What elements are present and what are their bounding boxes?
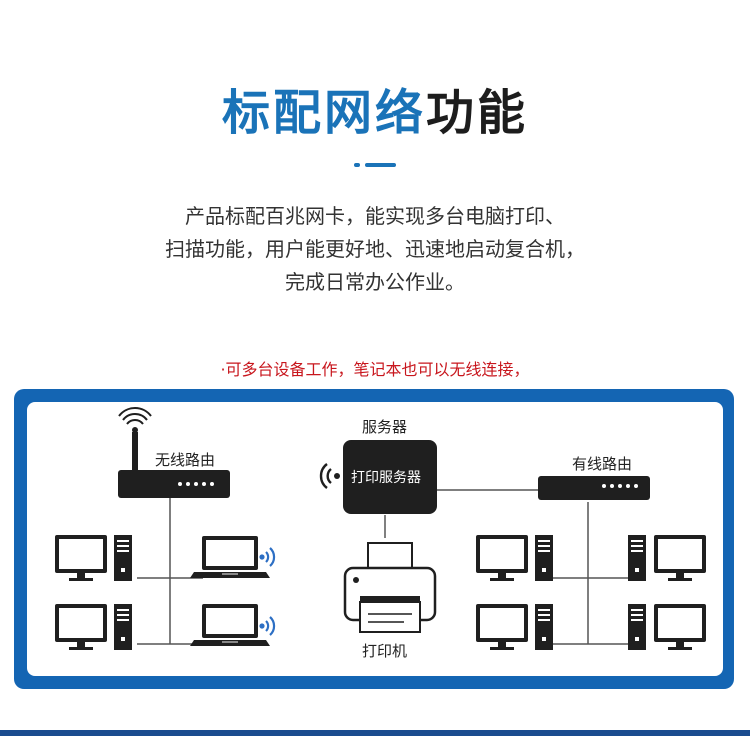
tower-icon bbox=[114, 604, 132, 650]
desktop-icon bbox=[55, 604, 107, 650]
printer-label: 打印机 bbox=[362, 642, 407, 660]
laptop-icon bbox=[190, 536, 270, 578]
laptop-icon bbox=[190, 604, 270, 646]
wifi-signal-icon bbox=[319, 463, 340, 489]
tower-icon bbox=[535, 535, 553, 581]
wired-router-label: 有线路由 bbox=[572, 455, 632, 473]
wired-router-icon bbox=[538, 476, 650, 500]
desktop-icon bbox=[654, 535, 706, 581]
tower-icon bbox=[628, 604, 646, 650]
description-line-2: 扫描功能，用户能更好地、迅速地启动复合机， bbox=[165, 237, 585, 261]
description-line-3: 完成日常办公作业。 bbox=[285, 270, 465, 294]
wireless-router-label: 无线路由 bbox=[155, 451, 215, 469]
tower-icon bbox=[535, 604, 553, 650]
desktop-icon bbox=[55, 535, 107, 581]
wifi-icon bbox=[258, 615, 276, 637]
note-text: ·可多台设备工作，笔记本也可以无线连接， bbox=[220, 360, 530, 379]
divider-dot bbox=[354, 163, 360, 167]
title-blue-part: 标配网络 bbox=[221, 85, 426, 141]
print-server-label: 打印服务器 bbox=[351, 469, 421, 486]
bottom-bar bbox=[0, 730, 750, 736]
print-server-icon bbox=[343, 440, 437, 514]
desktop-icon bbox=[476, 535, 528, 581]
tower-icon bbox=[114, 535, 132, 581]
title-dark-part: 功能 bbox=[426, 85, 529, 141]
page-title: 标配网络功能 bbox=[0, 84, 750, 142]
wireless-router-icon bbox=[118, 407, 230, 498]
server-label: 服务器 bbox=[362, 418, 407, 436]
desktop-icon bbox=[654, 604, 706, 650]
wifi-icon bbox=[258, 546, 276, 568]
tower-icon bbox=[628, 535, 646, 581]
printer-icon bbox=[343, 542, 437, 633]
desktop-icon bbox=[476, 604, 528, 650]
divider-line bbox=[365, 163, 396, 167]
description-line-1: 产品标配百兆网卡，能实现多台电脑打印、 bbox=[185, 204, 565, 228]
